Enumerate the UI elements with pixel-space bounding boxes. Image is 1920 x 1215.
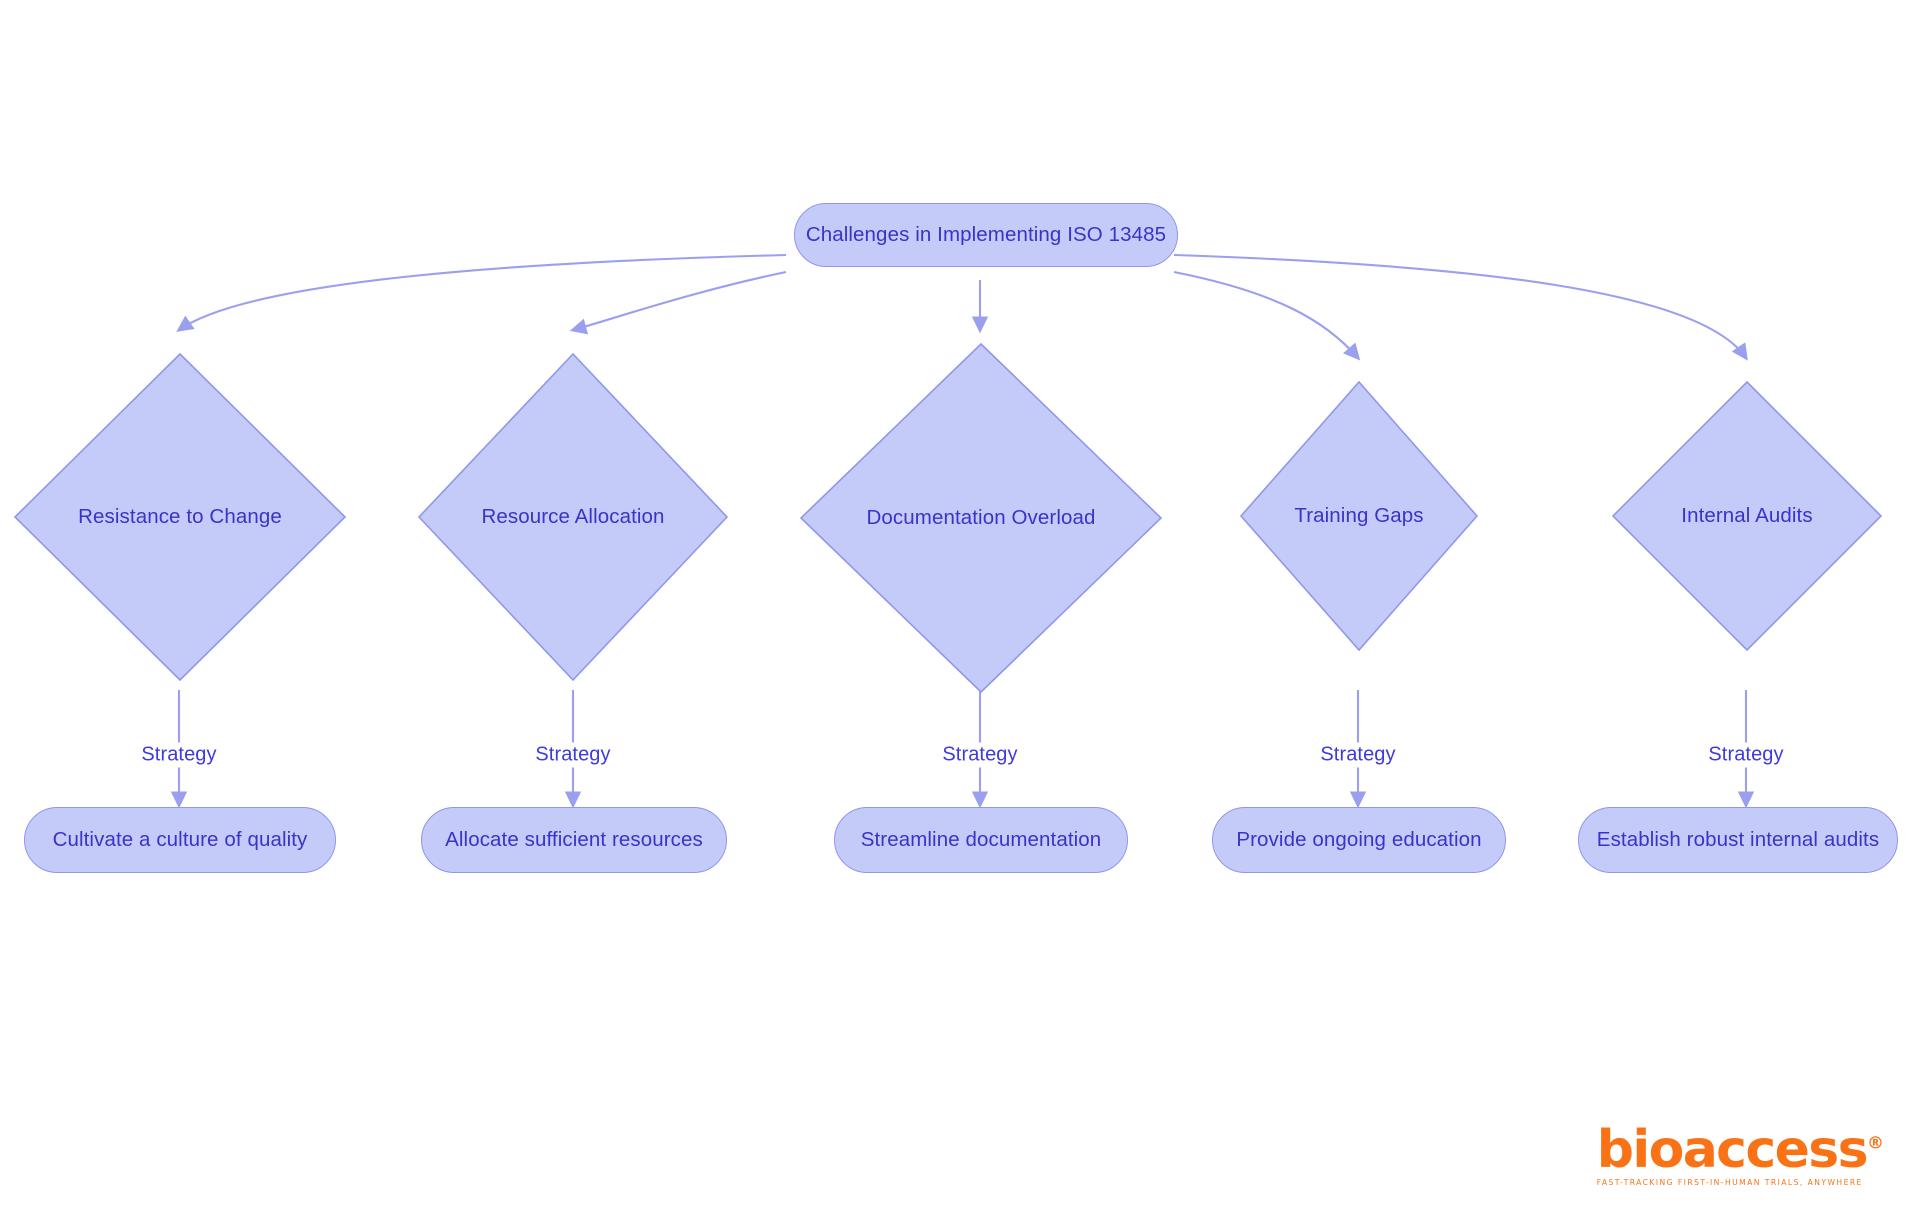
node-strategy-label: Streamline documentation [860, 827, 1102, 851]
node-challenge-label: Resistance to Change [78, 504, 282, 528]
edge-root-to-c4 [1173, 270, 1361, 361]
edge-root-to-c1 [176, 253, 787, 332]
node-root-label: Challenges in Implementing ISO 13485 [805, 222, 1167, 246]
logo-tagline: FAST-TRACKING FIRST-IN-HUMAN TRIALS, ANY… [1596, 1178, 1863, 1187]
node-strategy-cultivate-culture-of-quality[interactable]: Cultivate a culture of quality [24, 807, 336, 873]
edge-root-to-c2 [569, 270, 787, 335]
registered-trademark-icon: ® [1867, 1133, 1884, 1154]
edge-root-to-c5 [1173, 253, 1748, 361]
node-challenge-label: Training Gaps [1294, 503, 1424, 527]
node-challenge-label: Documentation Overload [866, 505, 1096, 529]
edge-label-strategy-3: Strategy [936, 742, 1024, 768]
diamond-shape [13, 352, 347, 682]
node-strategy-label: Establish robust internal audits [1596, 827, 1880, 851]
node-strategy-label: Provide ongoing education [1236, 827, 1482, 851]
node-challenge-internal-audits[interactable]: Internal Audits [1611, 380, 1883, 652]
logo-wordmark-text: bioaccess® [1597, 1124, 1884, 1176]
node-challenge-label: Resource Allocation [481, 504, 665, 528]
edge-label-strategy-2: Strategy [529, 742, 617, 768]
node-challenge-resource-allocation[interactable]: Resource Allocation [417, 352, 729, 682]
node-challenge-resistance-to-change[interactable]: Resistance to Change [13, 352, 347, 682]
node-challenge-label: Internal Audits [1681, 503, 1813, 527]
node-root-challenges[interactable]: Challenges in Implementing ISO 13485 [794, 203, 1178, 267]
diamond-shape [1239, 380, 1479, 652]
bioaccess-logo: bioaccess® FAST-TRACKING FIRST-IN-HUMAN … [1597, 1124, 1884, 1187]
logo-wordmark-label: bioaccess [1596, 1120, 1869, 1180]
node-strategy-streamline-documentation[interactable]: Streamline documentation [834, 807, 1128, 873]
edge-label-strategy-1: Strategy [135, 742, 223, 768]
diamond-shape [1611, 380, 1883, 652]
diamond-shape [417, 352, 729, 682]
node-strategy-label: Cultivate a culture of quality [52, 827, 308, 851]
node-strategy-establish-robust-internal-audits[interactable]: Establish robust internal audits [1578, 807, 1898, 873]
diamond-shape [799, 342, 1163, 694]
edge-label-strategy-4: Strategy [1314, 742, 1402, 768]
node-challenge-training-gaps[interactable]: Training Gaps [1239, 380, 1479, 652]
node-strategy-provide-ongoing-education[interactable]: Provide ongoing education [1212, 807, 1506, 873]
edge-label-strategy-5: Strategy [1702, 742, 1790, 768]
node-challenge-documentation-overload[interactable]: Documentation Overload [799, 342, 1163, 694]
node-strategy-allocate-sufficient-resources[interactable]: Allocate sufficient resources [421, 807, 727, 873]
node-strategy-label: Allocate sufficient resources [445, 827, 703, 851]
